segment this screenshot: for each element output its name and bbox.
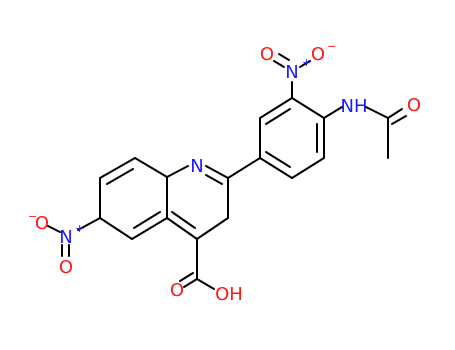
- bond: [265, 151, 291, 168]
- bond: [134, 157, 168, 178]
- atom-labels: N O N + O − NH O O − N + O O OH: [28, 40, 421, 305]
- charge-plus-left: +: [75, 222, 84, 235]
- atom-acid-hydroxyl: OH: [215, 284, 243, 305]
- atom-amide-nh: NH: [341, 96, 368, 117]
- bond: [227, 157, 261, 179]
- bond: [291, 157, 325, 179]
- bond: [106, 168, 134, 185]
- bond: [99, 157, 136, 179]
- bond: [179, 272, 194, 282]
- bond: [47, 225, 61, 233]
- charge-plus-top: +: [302, 56, 311, 69]
- bond: [99, 217, 133, 240]
- atom-acid-carbonyl-oxygen: O: [170, 280, 184, 301]
- atom-carbonyl-oxygen: O: [407, 95, 421, 116]
- bond: [133, 211, 161, 229]
- atom-nitro-left-nitrogen: N: [59, 227, 72, 248]
- charge-minus-left: −: [28, 210, 37, 223]
- bond: [259, 97, 293, 119]
- atom-ring-nitrogen: N: [190, 156, 203, 177]
- atom-nitro-top-nitrogen: N: [285, 62, 298, 83]
- bond: [171, 211, 196, 229]
- bond: [265, 108, 291, 125]
- bond: [259, 157, 293, 179]
- atom-nitro-left-oxygen-1: O: [35, 213, 49, 234]
- bond: [365, 106, 389, 119]
- bond: [183, 278, 198, 288]
- bond: [391, 115, 407, 125]
- atom-nitro-left-oxygen-2: O: [59, 257, 73, 278]
- bond: [299, 60, 311, 68]
- bond: [196, 278, 215, 290]
- bond: [387, 108, 403, 119]
- bond: [323, 106, 343, 119]
- bond: [131, 217, 168, 240]
- bond: [196, 217, 229, 240]
- atom-nitro-top-oxygen-1: O: [260, 44, 274, 65]
- bond: [205, 165, 229, 179]
- bond: [278, 53, 290, 61]
- bond: [77, 217, 101, 231]
- bond: [291, 97, 325, 119]
- atom-nitro-top-oxygen-2: O: [311, 44, 325, 65]
- bond: [166, 165, 189, 178]
- bond: [205, 174, 223, 185]
- charge-minus-top: −: [327, 40, 336, 53]
- bond: [166, 217, 198, 240]
- bond: [273, 60, 285, 68]
- bonds: [47, 53, 407, 290]
